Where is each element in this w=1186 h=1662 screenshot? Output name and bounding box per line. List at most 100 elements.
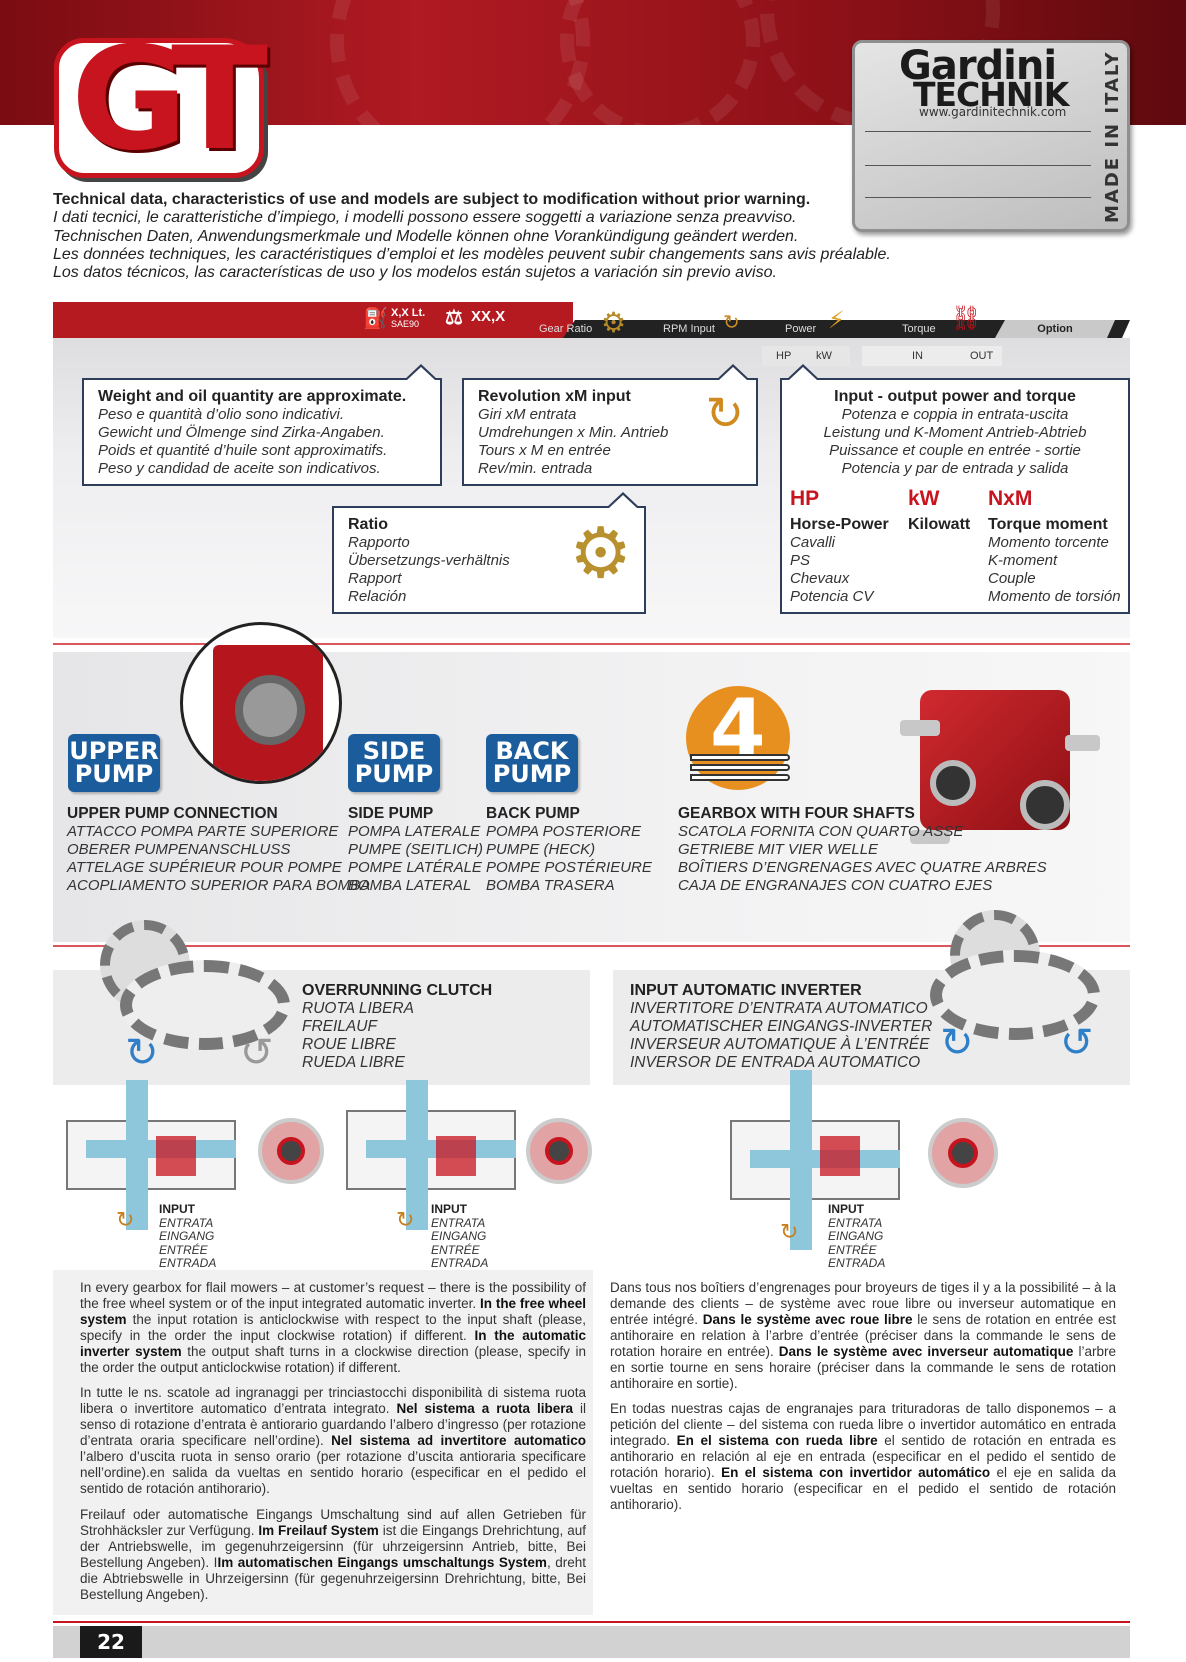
side-pump-title: SIDE PUMP	[348, 805, 434, 822]
weight-value: XX,X	[471, 308, 506, 325]
hp-line: Potencia CV	[790, 588, 874, 605]
nxm-column: NxM Torque moment Momento torcente K-mom…	[988, 486, 1121, 606]
shafts-icon	[690, 754, 790, 790]
made-in-italy: MADE IN ITALY	[1102, 50, 1123, 224]
paragraph-en: In every gearbox for flail mowers – at c…	[80, 1280, 586, 1375]
clutch-title: OVERRUNNING CLUTCH	[302, 982, 493, 999]
bevel-gear-image: ↻ ↺	[100, 920, 290, 1076]
weight-oil-box: Weight and oil quantity are approximate.…	[82, 378, 442, 486]
paragraph-it: In tutte le ns. scatole ad ingranaggi pe…	[80, 1385, 587, 1496]
brand-url: www.gardinitechnik.com	[919, 105, 1067, 119]
power-torque-box: Input - output power and torque Potenza …	[780, 378, 1130, 614]
inverter-title: INPUT AUTOMATIC INVERTER	[630, 982, 862, 999]
input-label: INPUT ENTRATA EINGANG ENTRÉE ENTRADA	[431, 1202, 489, 1270]
kw-column: kW Kilowatt	[908, 486, 970, 534]
spec-header-bar: ⛽ X,X Lt. SAE90 ⚖ XX,X Gear Ratio ⚙ RPM …	[53, 302, 1130, 339]
four-shafts-line: SCATOLA FORNITA CON QUARTO ASSE	[678, 823, 964, 840]
rpm-input-label: RPM Input	[663, 323, 715, 335]
hp-name: Horse-Power	[790, 516, 889, 533]
paragraph-fr: Dans tous nos boîtiers d’engrenages pour…	[610, 1280, 1117, 1391]
clutch-disc-image	[258, 1118, 324, 1184]
gearbox-cutaway-image: ↻	[66, 1080, 246, 1233]
upper-pump-line: ATTELAGE SUPÉRIEUR POUR POMPE	[67, 859, 342, 876]
torque-shaft-icon: ⛓	[951, 304, 982, 332]
inverter-line: INVERTITORE D’ENTRATA AUTOMATICO	[630, 1000, 928, 1017]
brand-plate: Gardini TECHNIK www.gardinitechnik.com M…	[852, 40, 1130, 232]
weight-oil-line: Peso y candidad de aceite son indicativo…	[98, 460, 381, 477]
back-pump-title: BACK PUMP	[486, 805, 580, 822]
power-line: Potencia y par de entrada y salida	[841, 460, 1069, 477]
ratio-title: Ratio	[348, 516, 388, 533]
ratio-line: Übersetzungs-verhältnis	[348, 552, 510, 569]
clutch-disc-image	[526, 1118, 592, 1184]
inverter-line: INVERSOR DE ENTRADA AUTOMATICO	[630, 1054, 921, 1071]
clutch-text: OVERRUNNING CLUTCH RUOTA LIBERA FREILAUF…	[302, 982, 492, 1072]
body-text-panel	[53, 1270, 593, 1615]
oil-can-icon: ⛽	[363, 308, 388, 330]
disclaimer-fr: Les données techniques, les caractéristi…	[53, 245, 891, 263]
revolution-line: Umdrehungen x Min. Antrieb	[478, 424, 669, 441]
input-label: INPUT ENTRATA EINGANG ENTRÉE ENTRADA	[828, 1202, 886, 1270]
side-pump-line: POMPE LATÉRALE	[348, 859, 482, 876]
hp-unit: HP	[776, 350, 792, 362]
hp-line: PS	[790, 552, 811, 569]
ratio-line: Relación	[348, 588, 407, 605]
weight-oil-line: Poids et quantité d’huile sont approxima…	[98, 442, 388, 459]
upper-pump-title: UPPER PUMP CONNECTION	[67, 805, 278, 822]
section-divider	[53, 643, 1130, 645]
power-line: Leistung und K-Moment Antrieb-Abtrieb	[823, 424, 1087, 441]
footer-bar	[53, 1626, 1130, 1658]
power-line: Potenza e coppia in entrata-uscita	[841, 406, 1069, 423]
disclaimer-it: I dati tecnici, le caratteristiche d’imp…	[53, 209, 797, 227]
power-label: Power	[785, 323, 817, 335]
clutch-line: ROUE LIBRE	[302, 1036, 396, 1053]
upper-pump-line: OBERER PUMPENANSCHLUSS	[67, 841, 291, 858]
shaft-rotation-icon: ↻	[723, 310, 740, 334]
power-units-header: HP kW	[762, 346, 850, 366]
nxm-line: Couple	[988, 570, 1036, 587]
brand-name-line1: Gardini	[899, 43, 1057, 89]
oil-qty: X,X Lt.	[391, 307, 426, 319]
revolution-line: Giri xM entrata	[478, 406, 577, 423]
four-shafts-line: CAJA DE ENGRANAJES CON CUATRO EJES	[678, 877, 993, 894]
side-pump-line: POMPA LATERALE	[348, 823, 481, 840]
paragraph-de: Freilauf oder automatische Eingangs Umsc…	[80, 1507, 586, 1602]
back-pump-line: POMPA POSTERIORE	[486, 823, 642, 840]
kw-unit: kW	[816, 350, 832, 362]
inverter-text: INPUT AUTOMATIC INVERTER INVERTITORE D’E…	[630, 982, 932, 1072]
bevel-gear-icon: ⚙	[601, 306, 627, 339]
paragraph-es: En todas nuestras cajas de engranajes pa…	[610, 1401, 1116, 1512]
torque-label: Torque	[902, 323, 936, 335]
shaft-rotation-icon: ↻	[705, 387, 744, 439]
upper-pump-line: ACOPLIAMENTO SUPERIOR PARA BOMBA	[67, 877, 371, 894]
hp-abbr: HP	[790, 487, 820, 510]
weight-oil-line: Gewicht und Ölmenge sind Zirka-Angaben.	[98, 424, 385, 441]
side-pump-text: SIDE PUMP POMPA LATERALE PUMPE (SEITLICH…	[348, 805, 483, 895]
clutch-line: RUEDA LIBRE	[302, 1054, 405, 1071]
weight-icon: ⚖	[445, 307, 463, 329]
revolution-box: Revolution xM input Giri xM entrata Umdr…	[462, 378, 758, 486]
gear-ratio-label: Gear Ratio	[539, 323, 593, 335]
oil-type: SAE90	[391, 319, 420, 329]
inverter-line: INVERSEUR AUTOMATIQUE À L’ENTRÉE	[630, 1036, 930, 1053]
hp-line: Chevaux	[790, 570, 850, 587]
back-pump-text: BACK PUMP POMPA POSTERIORE PUMPE (HECK) …	[486, 805, 652, 895]
disclaimer-en: Technical data, characteristics of use a…	[53, 191, 811, 208]
nxm-abbr: NxM	[988, 487, 1033, 510]
pointer-arrow	[786, 364, 820, 380]
weight-oil-line: Peso e quantità d’olio sono indicativi.	[98, 406, 344, 423]
back-pump-line: POMPE POSTÉRIEURE	[486, 859, 652, 876]
upper-pump-line: ATTACCO POMPA PARTE SUPERIORE	[67, 823, 339, 840]
gearbox-cutaway-image: ↻	[730, 1070, 910, 1250]
revolution-title: Revolution xM input	[478, 388, 631, 405]
gearbox-image	[900, 680, 1100, 850]
clutch-line: FREILAUF	[302, 1018, 377, 1035]
revolution-line: Tours x M en entrée	[478, 442, 611, 459]
nxm-name: Torque moment	[988, 516, 1108, 533]
kw-abbr: kW	[908, 487, 940, 510]
bevel-gear-icon: ⚙	[569, 514, 632, 592]
ratio-line: Rapport	[348, 570, 402, 587]
